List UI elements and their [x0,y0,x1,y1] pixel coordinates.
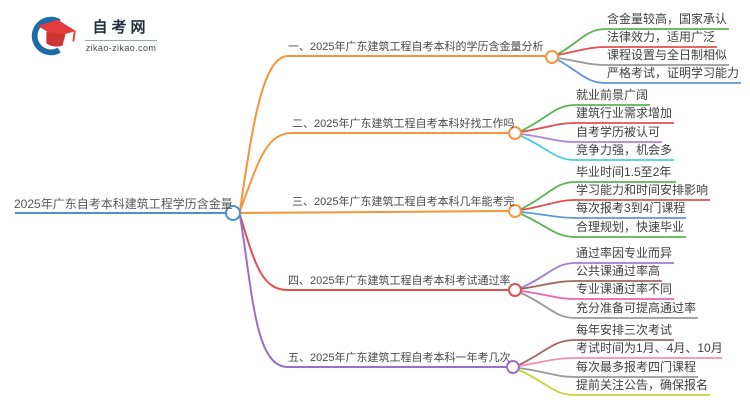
branch-4-connector [239,214,508,291]
branch-3-child-1-label[interactable]: 毕业时间1.5至2年 [576,165,672,179]
logo-subtitle: zikao-zikao.com [85,43,157,53]
branch-5-child-1-connector [518,339,674,366]
branch-1-node-circle[interactable] [545,50,559,64]
branch-3-child-1-connector [520,181,676,210]
branch-5-child-2-connector [518,357,722,367]
branch-4-child-4-connector [520,292,698,319]
branch-1-connector [239,55,545,211]
branch-2-child-4-label[interactable]: 竞争力强，机会多 [576,143,673,157]
graduation-cap-icon [31,16,76,56]
branch-2-child-1-label[interactable]: 就业前景广阔 [576,88,649,102]
branch-4-child-1-label[interactable]: 通过率因专业而异 [576,246,673,260]
branch-5-child-3-connector [518,367,698,378]
branch-5-child-2-label[interactable]: 考试时间为1月、4月、10月 [576,341,723,355]
branch-2-node-circle[interactable] [508,126,522,140]
branch-1-label[interactable]: 一、2025年广东建筑工程自考本科的学历含金量分析 [288,41,544,53]
branch-4-label[interactable]: 四、2025年广东建筑工程自考本科考试通过率 [288,275,511,287]
branch-3-child-4-label[interactable]: 合理规划，快速毕业 [576,220,685,234]
branch-2-child-1-connector [520,104,650,132]
branch-3-child-2-label[interactable]: 学习能力和时间安排影响 [576,183,709,197]
branch-1-child-4-connector [557,59,741,84]
branch-3-connector [239,210,509,214]
branch-2-child-2-label[interactable]: 建筑行业需求增加 [576,106,673,120]
branch-4-node-circle[interactable] [508,283,522,297]
branch-5-connector [239,215,506,368]
branch-4-child-3-label[interactable]: 专业课通过率不同 [576,282,673,296]
logo-title: 自考网 [92,19,150,36]
root-node-label[interactable]: 2025年广东自考本科建筑工程学历含金量 [14,197,233,211]
branch-5-node-circle[interactable] [506,360,520,374]
branch-3-node-circle[interactable] [508,204,522,218]
branch-5-child-4-label[interactable]: 提前关注公告，确保报名 [576,378,709,392]
branch-1-child-4-label[interactable]: 严格考试，证明学习能力 [607,66,740,80]
branch-5-child-1-label[interactable]: 每年安排三次考试 [576,323,673,337]
branch-3-child-3-label[interactable]: 每次报考3到4门课程 [576,201,686,215]
branch-4-child-2-label[interactable]: 公共课通过率高 [576,264,661,278]
branch-1-child-1-label[interactable]: 含金量较高，国家承认 [607,12,728,26]
branch-2-child-3-connector [520,133,662,143]
branch-5-label[interactable]: 五、2025年广东建筑工程自考本科一年考几次 [288,352,511,364]
branch-2-child-4-connector [520,135,674,161]
branch-3-label[interactable]: 三、2025年广东建筑工程自考本科几年能考完 [292,196,515,208]
branch-2-label[interactable]: 二、2025年广东建筑工程自考本科好找工作吗 [292,118,515,130]
logo-divider [85,40,157,41]
branch-4-child-1-connector [520,262,674,289]
branch-1-child-3-connector [557,57,729,66]
branch-1-child-3-label[interactable]: 课程设置与全日制相似 [607,48,728,62]
branch-4-child-2-connector [520,280,662,290]
root-node-circle[interactable] [225,205,241,221]
branch-4-child-3-connector [520,290,674,300]
branch-5-child-3-label[interactable]: 每次最多报考四门课程 [576,360,697,374]
branch-3-child-3-connector [520,211,686,219]
branch-3-child-4-connector [520,213,686,238]
site-logo: 自考网 zikao-zikao.com [27,10,157,60]
branch-5-child-4-connector [518,369,710,396]
branch-3-child-2-connector [520,199,710,211]
branch-2-child-2-connector [520,122,674,133]
branch-1-child-1-connector [557,28,729,55]
branch-1-child-2-connector [557,46,717,56]
branch-2-connector [239,132,508,212]
branch-1-child-2-label[interactable]: 法律效力，适用广泛 [607,30,716,44]
branch-4-child-4-label[interactable]: 充分准备可提高通过率 [576,301,697,315]
branch-2-child-3-label[interactable]: 自考学历被认可 [576,125,661,139]
